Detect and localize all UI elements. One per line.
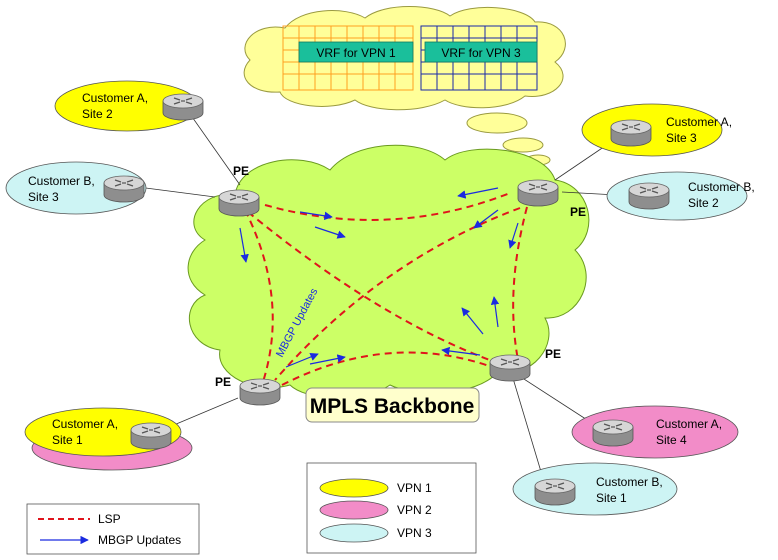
label-a1-line2: Site 1 xyxy=(52,433,83,447)
legend-mbgp-label: MBGP Updates xyxy=(98,533,181,547)
legend-lsp-label: LSP xyxy=(98,512,121,526)
ce-router-icon xyxy=(162,93,204,121)
vrf-vpn3-header xyxy=(424,41,538,63)
pe-router-top-left: PE xyxy=(218,164,260,217)
legend-vpn2-swatch xyxy=(319,500,389,520)
pe-label: PE xyxy=(570,205,586,219)
ce-router-icon xyxy=(103,175,145,203)
pe-label: PE xyxy=(233,164,249,178)
ce-router-icon xyxy=(628,182,670,210)
vrf-vpn1-label: VRF for VPN 1 xyxy=(316,46,396,60)
mpls-backbone-box xyxy=(305,387,480,423)
ce-router-icon xyxy=(534,478,576,506)
mpls-backbone-label: MPLS Backbone xyxy=(310,395,475,418)
site-customer-b-site-3 xyxy=(5,161,147,215)
pe-router-bottom-left: PE xyxy=(215,375,281,406)
label-b2-line2: Site 2 xyxy=(688,196,719,210)
vrf-vpn1-header xyxy=(298,41,414,63)
lsp-paths xyxy=(244,192,528,386)
pe-router-top-right: PE xyxy=(517,179,586,219)
ce-router-icon xyxy=(130,422,172,450)
label-a3-line2: Site 3 xyxy=(666,131,697,145)
legend-vpn: VPN 1 VPN 2 VPN 3 xyxy=(306,462,477,554)
thought-bubble xyxy=(502,137,544,153)
label-a4-line2: Site 4 xyxy=(656,433,687,447)
site-customer-a-site-3 xyxy=(581,103,723,157)
label-b1-line1: Customer B, xyxy=(596,475,663,489)
label-a2-line2: Site 2 xyxy=(82,107,113,121)
label-b3-line1: Customer B, xyxy=(28,174,95,188)
legend-lines: LSP MBGP Updates xyxy=(26,503,200,555)
legend-vpn2-label: VPN 2 xyxy=(397,503,432,517)
pe-label: PE xyxy=(545,347,561,361)
mbgp-arrows xyxy=(239,187,519,368)
ce-router-icon xyxy=(592,419,634,447)
label-b3-line2: Site 3 xyxy=(28,190,59,204)
thought-bubble xyxy=(466,112,528,134)
pe-router-bottom-right: PE xyxy=(489,347,561,382)
label-a1-line1: Customer A, xyxy=(52,417,118,431)
vrf-vpn3-label: VRF for VPN 3 xyxy=(441,46,521,60)
label-b1-line2: Site 1 xyxy=(596,491,627,505)
legend-vpn3-swatch xyxy=(319,523,389,543)
mpls-backbone-cloud xyxy=(187,144,590,399)
label-a2-line1: Customer A, xyxy=(82,91,148,105)
label-b2-line1: Customer B, xyxy=(688,180,755,194)
legend-vpn1-swatch xyxy=(319,478,389,498)
legend-vpn1-label: VPN 1 xyxy=(397,481,432,495)
ce-router-icon xyxy=(610,119,652,147)
legend-vpn3-label: VPN 3 xyxy=(397,526,432,540)
label-a4-line1: Customer A, xyxy=(656,417,722,431)
pe-label: PE xyxy=(215,375,231,389)
label-a3-line1: Customer A, xyxy=(666,115,732,129)
